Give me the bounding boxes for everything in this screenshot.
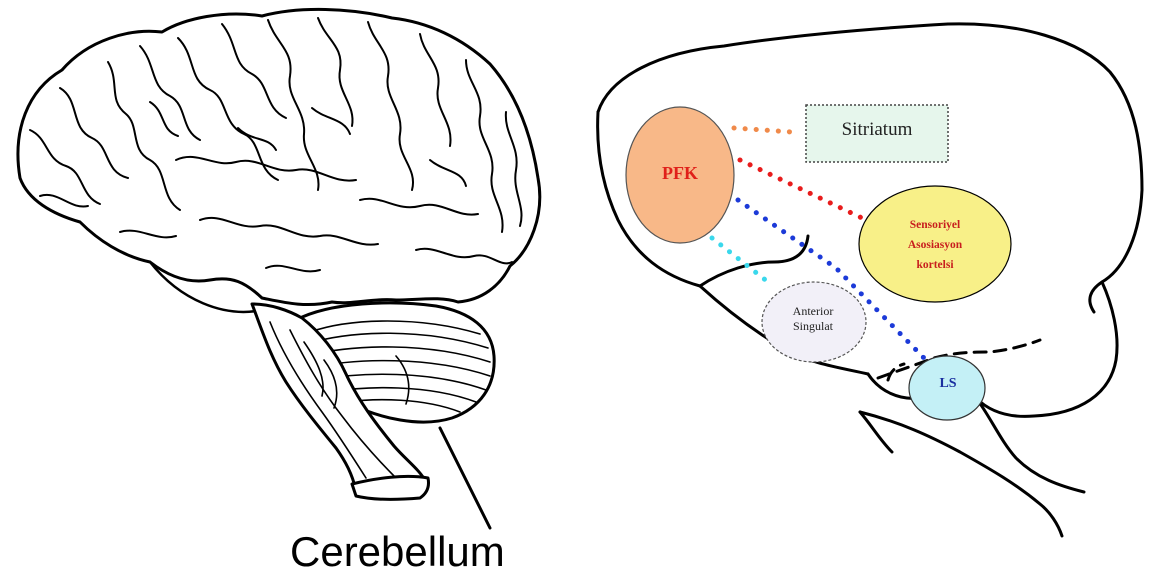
brain-illustration [18, 9, 540, 528]
cerebellum-pointer-line [440, 428, 490, 528]
cerebellum-label: Cerebellum [290, 528, 505, 576]
pfk-label: PFK [650, 163, 710, 184]
anterior-cingulate-label: Anterior Singulat [768, 304, 858, 334]
anterior-label-line1: Anterior [768, 304, 858, 319]
connection-pfk-to-sitriatum [734, 128, 792, 132]
ls-label: LS [910, 376, 986, 392]
sensory-label-line3: kortelsi [880, 255, 990, 275]
medulla-cut [352, 476, 429, 499]
connection-pfk-to-sensoriyel [740, 160, 862, 218]
posterior-lobe [1090, 282, 1102, 312]
sensory-label-line1: Sensoriyel [880, 215, 990, 235]
schematic-brain [598, 24, 1142, 536]
anterior-label-line2: Singulat [768, 319, 858, 334]
cerebrum-outline [18, 9, 540, 304]
inner-curve [700, 236, 808, 286]
striatum-label: Sitriatum [806, 119, 948, 141]
stem-left-contour [860, 412, 1062, 536]
sensory-association-label: Sensoriyel Asosiasyon kortelsi [880, 215, 990, 275]
sensory-label-line2: Asosiasyon [880, 235, 990, 255]
stem-inner-contour [860, 412, 892, 452]
stem-right-contour [976, 398, 1084, 492]
